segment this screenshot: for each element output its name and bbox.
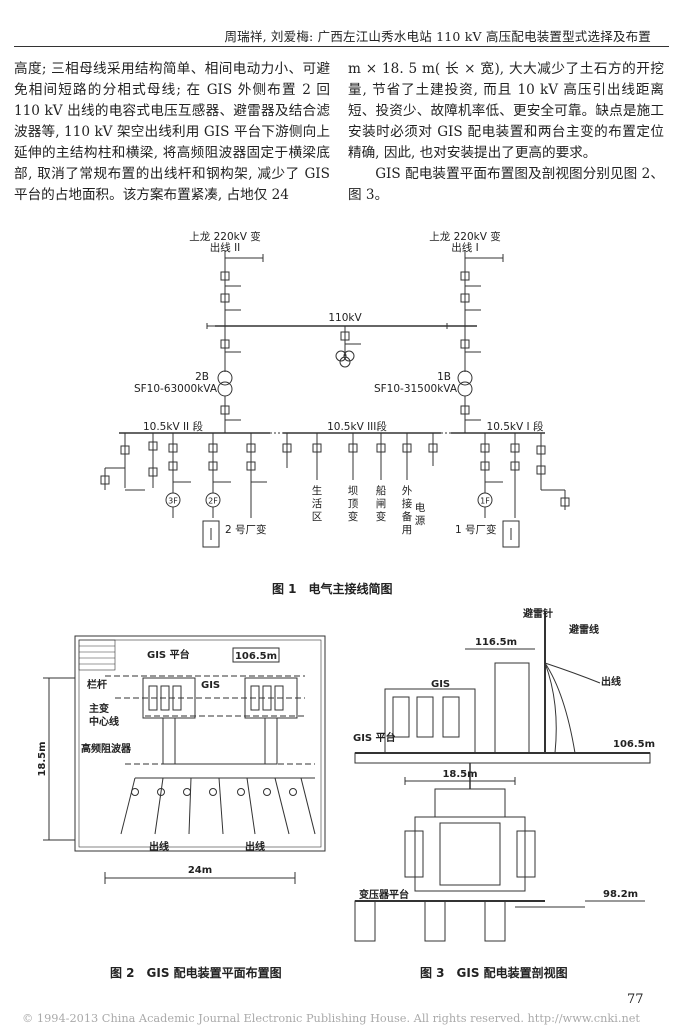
feeder-label-char: 船 bbox=[376, 484, 387, 497]
feeder-label-char: 备 bbox=[402, 510, 413, 523]
dimension-label: 18.5m bbox=[442, 769, 477, 780]
centerline-label-2: 中心线 bbox=[89, 715, 119, 728]
feeder-label-char: 电 bbox=[415, 501, 426, 514]
ground-wire-label: 避雷线 bbox=[568, 623, 599, 636]
elevation-label: 106.5m bbox=[235, 651, 277, 662]
transformer-1b-model: SF10-31500kVA bbox=[374, 383, 458, 395]
outlet-right-label: 出线 bbox=[245, 840, 265, 853]
bus-section-2-label: 10.5kV II 段 bbox=[143, 420, 204, 433]
bus-section-1-label: 10.5kV I 段 bbox=[487, 420, 544, 433]
feeder-label-char: 区 bbox=[312, 511, 323, 523]
wave-trap-label: 高频阻波器 bbox=[81, 742, 132, 755]
feeder-label-char: 变 bbox=[348, 510, 359, 523]
width-dimension: 24m bbox=[188, 865, 212, 876]
outlet-left-label: 出线 bbox=[149, 840, 169, 853]
aux-transformer-2-label: 2 号厂变 bbox=[225, 523, 267, 536]
bus-110kv-label: 110kV bbox=[328, 312, 362, 324]
left-paragraph: 高度; 三相母线采用结构简单、相间电动力小、可避免相间短路的分相式母线; 在 G… bbox=[14, 61, 330, 203]
figure-1-caption: 图 1 电气主接线简图 bbox=[272, 582, 393, 596]
gis-platform-label: GIS 平台 bbox=[353, 731, 396, 744]
line2-title: 上龙 220kV 变 bbox=[189, 230, 261, 243]
figure-3-gis-section: 避雷针 避雷线 116.5m 出线 GIS GIS 平台 106.5m 18.5… bbox=[353, 607, 655, 942]
header-rule bbox=[14, 46, 669, 47]
feeder-label-char: 接 bbox=[402, 497, 413, 510]
gis-label: GIS bbox=[431, 679, 450, 690]
feeder-label-char: 活 bbox=[312, 498, 323, 510]
elevation-top-label: 116.5m bbox=[475, 637, 517, 648]
feeder-label-char: 闸 bbox=[376, 497, 387, 510]
running-title: 周瑞祥, 刘爱梅: 广西左江山秀水电站 110 kV 高压配电装置型式选择及布置 bbox=[224, 29, 651, 44]
transformer-platform-label: 变压器平台 bbox=[359, 888, 409, 901]
transformer-1b-name: 1B bbox=[437, 371, 451, 383]
line2-subtitle: 出线 II bbox=[210, 241, 241, 254]
feeder-label-char: 顶 bbox=[348, 498, 359, 510]
line1-subtitle: 出线 I bbox=[451, 241, 478, 254]
feeder-label-char: 坝 bbox=[348, 484, 359, 497]
copyright-footer: © 1994-2013 China Academic Journal Elect… bbox=[22, 1012, 640, 1025]
feeder-label-char: 用 bbox=[402, 524, 413, 536]
centerline-label-1: 主变 bbox=[89, 702, 109, 715]
right-paragraph-1: m × 18. 5 m( 长 × 宽), 大大减少了土石方的开挖量, 节省了土建… bbox=[348, 61, 664, 161]
generator-1f-label: 1F bbox=[480, 497, 490, 506]
transformer-2b-model: SF10-63000kVA bbox=[134, 383, 218, 395]
generator-2f-label: 2F bbox=[208, 497, 218, 506]
figure-3-caption: 图 3 GIS 配电装置剖视图 bbox=[420, 966, 568, 980]
railing-label: 栏杆 bbox=[87, 678, 107, 691]
gis-label: GIS bbox=[201, 680, 220, 691]
generator-3f-label: 3F bbox=[168, 497, 178, 506]
line1-title: 上龙 220kV 变 bbox=[429, 230, 501, 243]
figure-2-caption: 图 2 GIS 配电装置平面布置图 bbox=[110, 966, 282, 980]
feeder-label-char: 变 bbox=[376, 510, 387, 523]
figure-1-wiring-diagram: 上龙 220kV 变 出线 II 上龙 220kV 变 出线 I 110kV 2… bbox=[100, 230, 570, 548]
outlet-label: 出线 bbox=[601, 675, 621, 688]
aux-transformer-1-label: 1 号厂变 bbox=[455, 523, 497, 536]
bus-section-3-label: 10.5kV III段 bbox=[327, 420, 387, 433]
right-column: m × 18. 5 m( 长 × 宽), 大大减少了土石方的开挖量, 节省了土建… bbox=[348, 59, 664, 206]
feeder-label-char: 源 bbox=[415, 514, 426, 527]
elevation-platform-label: 106.5m bbox=[613, 739, 655, 750]
running-header: 周瑞祥, 刘爱梅: 广西左江山秀水电站 110 kV 高压配电装置型式选择及布置 bbox=[0, 0, 689, 52]
gis-platform-label: GIS 平台 bbox=[147, 648, 190, 661]
figure-2-gis-plan: GIS 平台 106.5m 栏杆 GIS 主变 中心线 高频阻波器 出线 出线 … bbox=[37, 635, 326, 884]
transformer-2b-name: 2B bbox=[195, 371, 209, 383]
feeder-label-char: 外 bbox=[402, 485, 413, 497]
feeder-labels: 生 活 区 坝 顶 变 船 闸 变 外 接 备 用 电 源 bbox=[312, 484, 426, 536]
height-dimension: 18.5m bbox=[37, 741, 48, 776]
right-paragraph-2: GIS 配电装置平面布置图及剖视图分别见图 2、图 3。 bbox=[348, 166, 664, 203]
elevation-transformer-label: 98.2m bbox=[603, 889, 638, 900]
feeder-label-char: 生 bbox=[312, 484, 323, 497]
left-column: 高度; 三相母线采用结构简单、相间电动力小、可避免相间短路的分相式母线; 在 G… bbox=[14, 59, 330, 206]
lightning-rod-label: 避雷针 bbox=[522, 607, 553, 620]
page-number: 77 bbox=[627, 992, 644, 1007]
